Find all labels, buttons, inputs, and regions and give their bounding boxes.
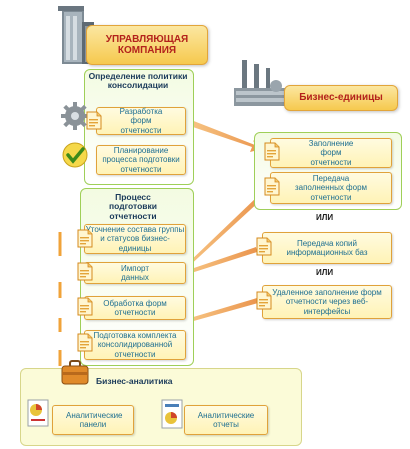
document-icon [77,297,93,316]
gear-icon [60,101,90,131]
forms-development-label: Разработка форм отчетности [119,107,163,135]
document-icon [256,237,272,256]
remote-fill-label: Удаленное заполнение форм отчетности чер… [272,288,382,316]
group-clarification-box: Уточнение состава группы и статусов бизн… [84,224,186,254]
document-icon [264,177,280,196]
forms-processing-box: Обработка форм отчетности [84,296,186,320]
arrow-copies-to-import [181,247,257,278]
document-icon [77,333,93,352]
consolidation-title: Определение политики консолидации [88,71,188,91]
document-icon [256,291,272,310]
arrow-transfer-to-import [180,196,261,272]
arrow-remote-to-processing [183,298,258,326]
reporting-planning-label: Планирование процесса подготовки отчетно… [102,146,180,174]
arrow-forms-to-fill [184,118,262,152]
analytics-title: Бизнес-аналитика [96,376,173,386]
analytics-reports-label: Аналитические отчеты [197,410,255,429]
business-units-label: Бизнес-единицы [299,92,383,104]
briefcase-icon [60,358,90,386]
or-label-2: ИЛИ [316,268,334,277]
forms-filling-label: Заполнение форм отчетности [308,139,354,167]
copies-transfer-label: Передача копий информационных баз [286,238,368,257]
analytics-reports-box: Аналитические отчеты [184,405,268,435]
dashboard-icon [26,398,52,428]
consolidated-package-label: Подготовка комплекта консолидированной о… [93,331,177,359]
report-icon [158,398,186,430]
business-units-title: Бизнес-единицы [284,85,398,111]
reporting-planning-box: Планирование процесса подготовки отчетно… [96,145,186,175]
process-title: Процесс подготовки отчетности [109,192,157,221]
forms-development-box: Разработка форм отчетности [96,107,186,135]
checkmark-icon [62,142,88,168]
data-import-box: Импорт данных [84,262,186,284]
management-company-title: УПРАВЛЯЮЩАЯ КОМПАНИЯ [86,25,208,65]
analytics-panels-box: Аналитические панели [52,405,134,435]
document-icon [77,229,93,248]
document-icon [77,262,93,281]
group-clarification-label: Уточнение состава группы и статусов бизн… [85,225,185,253]
filled-forms-transfer-label: Передача заполненных форм отчетности [294,174,368,202]
forms-processing-label: Обработка форм отчетности [103,298,167,317]
consolidated-package-box: Подготовка комплекта консолидированной о… [84,330,186,360]
copies-transfer-box: Передача копий информационных баз [262,232,392,264]
analytics-panels-label: Аналитические панели [66,410,123,429]
or-label-1: ИЛИ [316,213,334,222]
filled-forms-transfer-box: Передача заполненных форм отчетности [270,172,392,204]
data-import-label: Импорт данных [121,263,149,282]
document-icon [264,142,280,161]
factory-icon [232,58,292,108]
document-icon [86,111,102,130]
forms-filling-box: Заполнение форм отчетности [270,138,392,168]
remote-fill-box: Удаленное заполнение форм отчетности чер… [262,285,392,319]
management-company-label: УПРАВЛЯЮЩАЯ КОМПАНИЯ [105,33,189,56]
